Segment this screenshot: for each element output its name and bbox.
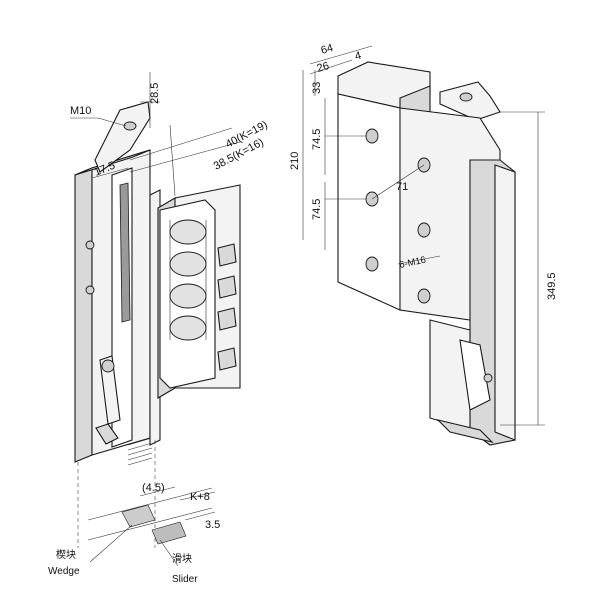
roller-2 — [169, 251, 207, 277]
bolt-head-3 — [217, 307, 237, 331]
lever-pivot — [101, 359, 115, 373]
lower-foot — [436, 419, 494, 443]
lower-body — [429, 319, 471, 431]
dim-26-line — [309, 59, 353, 75]
roller-3 — [169, 283, 207, 309]
m10-leader — [97, 117, 127, 127]
slider-hatch — [151, 521, 187, 545]
bolt-head-2 — [217, 275, 237, 299]
dim-38-5-line — [129, 141, 241, 173]
m16-hole-5 — [365, 256, 379, 272]
bracket-bolt-hole — [459, 92, 473, 102]
dim-74-5-upper: 74.5 — [311, 129, 323, 150]
roller-4 — [169, 315, 207, 341]
slider-label-en: Slider — [172, 574, 198, 585]
dim-40-line — [129, 127, 233, 161]
m16-hole-4 — [417, 222, 431, 238]
left-safety-gear-view: M10 28.5 17.5 40(K=19) 38.5(K=16) — [70, 72, 270, 548]
side-knob-lower — [85, 285, 95, 295]
lower-pin — [483, 373, 493, 383]
roller-stack — [169, 219, 207, 341]
wedge-label-en: Wedge — [48, 566, 80, 577]
wedge-leader — [89, 524, 133, 563]
side-knob-upper — [85, 240, 95, 250]
wedge-label-cn: 楔块 — [56, 549, 76, 561]
label-6-m16: 6-M16 — [398, 255, 427, 271]
wedge-hatch — [121, 504, 156, 528]
adjust-bolts — [217, 243, 237, 371]
m16-leader — [397, 255, 441, 265]
roller-1 — [169, 219, 207, 245]
m16-hole-1 — [365, 128, 379, 144]
dim-71: 71 — [396, 181, 408, 193]
dim-33: 33 — [311, 82, 323, 94]
lever-nut — [95, 423, 119, 445]
dim-4-5: (4.5) — [142, 482, 165, 494]
dim-64: 64 — [320, 42, 335, 57]
dim-k-plus-8: K+8 — [190, 491, 210, 503]
dim-17-5-line — [91, 167, 129, 179]
dim-64-line — [309, 45, 373, 65]
dim-4: 4 — [354, 50, 363, 63]
right-safety-gear-view: 64 26 4 33 210 74.5 74.5 71 6-M16 349.5 — [289, 42, 558, 446]
channel-outer — [494, 164, 516, 441]
m16-hole-6 — [417, 288, 431, 304]
bolt-head-1 — [217, 243, 237, 267]
dim-349-5: 349.5 — [546, 272, 558, 300]
lower-slot — [459, 339, 491, 411]
slider-leader — [159, 539, 179, 567]
dim-71-line — [371, 164, 425, 200]
dim-210: 210 — [289, 152, 301, 170]
wedge-serrations — [127, 437, 153, 466]
dim-m10: M10 — [70, 105, 91, 117]
slider-label-cn: 滑块 — [172, 553, 192, 565]
dim-26: 26 — [316, 60, 331, 75]
wedge-slider-detail: (4.5) K+8 3.5 楔块 Wedge 滑块 Slider — [48, 482, 220, 585]
pull-rod — [119, 182, 131, 323]
lever-arm — [99, 355, 121, 425]
dim-28-5: 28.5 — [149, 83, 161, 104]
housing-side-face — [74, 167, 93, 463]
detail-base-line — [87, 487, 213, 521]
bolt-head-4 — [217, 347, 237, 371]
m10-bolt-hole — [123, 121, 137, 131]
dim-74-5-lower: 74.5 — [311, 199, 323, 220]
dim-3-5: 3.5 — [205, 519, 220, 531]
